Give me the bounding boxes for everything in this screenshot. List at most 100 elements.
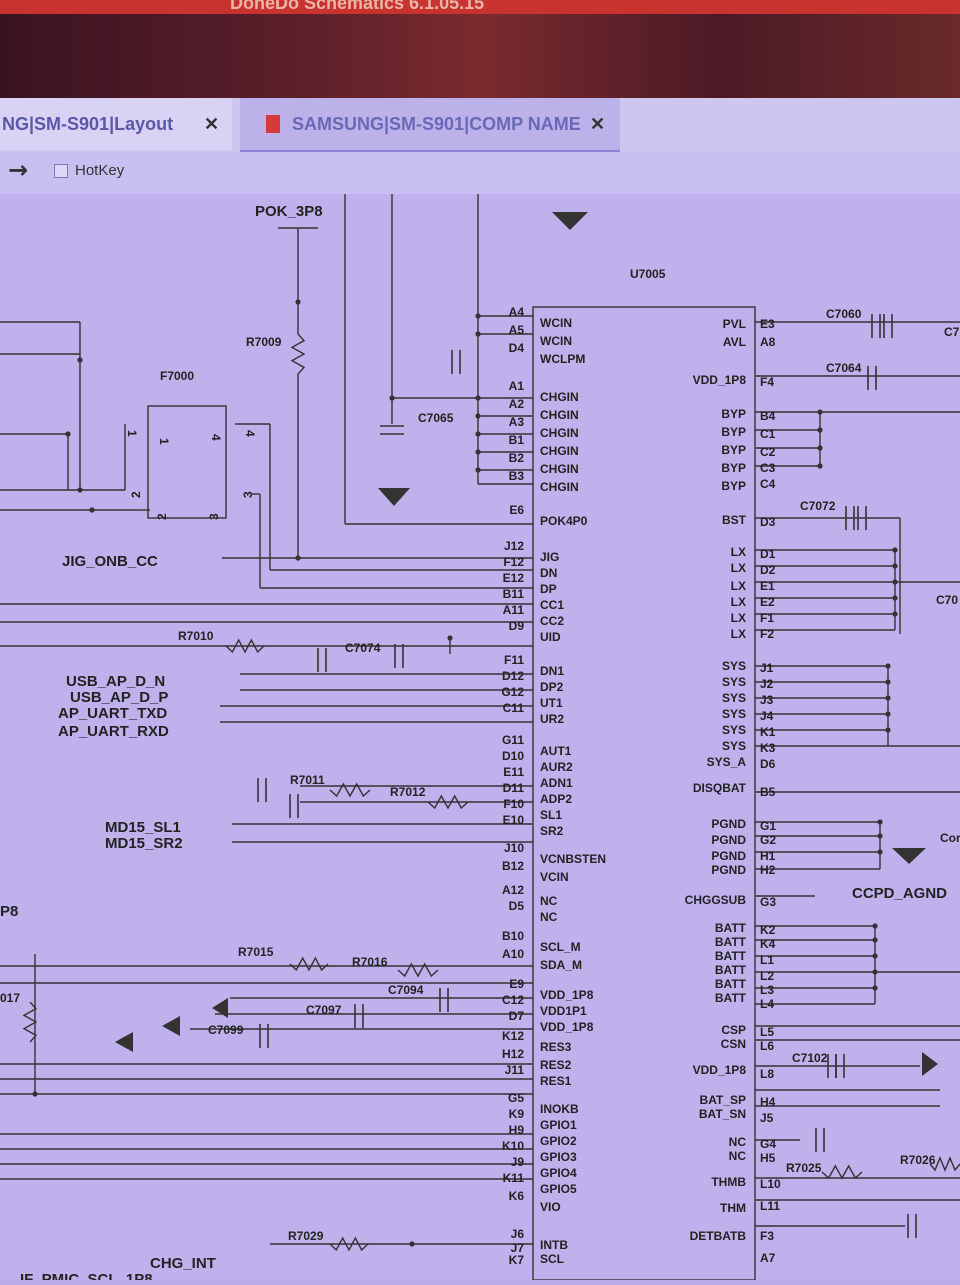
pin-name-label: BST [722, 513, 747, 527]
pin-name-label: PGND [711, 817, 746, 831]
capacitor-symbol [394, 644, 404, 668]
pin-name-label: WCLPM [540, 352, 585, 366]
junction-dot [475, 431, 481, 437]
pin-name-label: BATT [715, 935, 747, 949]
pin-ball-label: G4 [760, 1137, 776, 1151]
pin-ball-label: F11 [504, 653, 524, 667]
pin-name-label: CHGIN [540, 408, 579, 422]
pin-name-label: SYS [722, 659, 746, 673]
pin-name-label: CHGIN [540, 444, 579, 458]
capacitor-symbol [354, 1004, 364, 1028]
pin-name-label: DP [540, 582, 557, 596]
fuse-pin-label: 1 [125, 430, 139, 437]
resistor-symbol [821, 1164, 863, 1180]
pin-ball-label: H9 [509, 1123, 525, 1137]
net-label: USB_AP_D_P [70, 689, 168, 706]
arrow-left-icon [115, 1032, 133, 1052]
pin-ball-label: B1 [509, 433, 525, 447]
pin-ball-label: C4 [760, 477, 776, 491]
tab-layout[interactable]: NG|SM-S901|Layout ✕ [0, 98, 232, 150]
capacitor-symbol [317, 648, 327, 672]
pin-name-label: SCL [540, 1252, 564, 1266]
hotkey-checkbox[interactable] [54, 164, 68, 178]
component-ref-label: F7000 [160, 369, 194, 383]
pin-name-label: DN1 [540, 664, 564, 678]
component-ref-label: R7011 [290, 773, 325, 787]
pin-ball-label: L11 [760, 1199, 780, 1213]
component-ref-label: C7072 [800, 499, 836, 513]
junction-dot [817, 445, 823, 451]
capacitor-symbols [257, 314, 917, 1238]
tab-layout-close-icon[interactable]: ✕ [204, 113, 220, 134]
pin-name-label: VDD_1P8 [693, 1063, 747, 1077]
tab-comp-name[interactable]: SAMSUNG|SM-S901|COMP NAME ✕ [240, 98, 620, 153]
pin-name-label: LX [731, 627, 746, 641]
pin-ball-label: J3 [760, 693, 774, 707]
pin-name-label: PGND [711, 863, 746, 877]
pin-name-label: BYP [721, 443, 746, 457]
junction-dot [877, 819, 883, 825]
pin-ball-label: F2 [760, 627, 774, 641]
pin-ball-label: K12 [502, 1029, 524, 1043]
pin-ball-label: K11 [503, 1171, 525, 1185]
capacitor-symbol [845, 506, 855, 530]
pin-name-label: BATT [715, 921, 747, 935]
component-ref-label: R7016 [352, 955, 388, 969]
component-ref-label: C7074 [345, 641, 381, 655]
junction-dot [892, 611, 898, 617]
pin-ball-label: J7 [511, 1241, 525, 1255]
pin-name-label: PGND [711, 849, 746, 863]
pin-name-label: INOKB [540, 1102, 579, 1116]
pin-name-label: BYP [721, 479, 746, 493]
pin-ball-label: C12 [502, 993, 524, 1007]
component-ref-label: C7064 [826, 361, 862, 375]
pin-name-label: SYS [722, 723, 746, 737]
ground-icon [378, 488, 410, 506]
pin-name-label: RES1 [540, 1074, 572, 1088]
pin-name-label: INTB [540, 1238, 568, 1252]
schematic-labels: A4WCINA5WCIND4WCLPMA1CHGINA2CHGINA3CHGIN… [0, 203, 960, 1285]
capacitor-symbol [871, 314, 881, 338]
pin-ball-label: J1 [760, 661, 774, 675]
pin-ball-label: J9 [511, 1155, 525, 1169]
net-label: AP_UART_RXD [58, 723, 169, 740]
pin-name-label: AUT1 [540, 744, 572, 758]
resistor-symbol [225, 638, 265, 654]
junction-dot [65, 431, 71, 437]
pin-ball-label: A4 [509, 305, 525, 319]
pin-ball-label: E9 [509, 977, 524, 991]
fuse-pin-label: 3 [241, 491, 255, 498]
resistor-symbol [929, 1156, 960, 1172]
window-title: DoneDo Schematics 6.1.05.15 [230, 0, 485, 13]
net-label: AP_UART_TXD [58, 705, 167, 722]
pin-ball-label: A10 [502, 947, 524, 961]
component-ref-label: Cor [940, 831, 960, 845]
pin-ball-label: G1 [760, 819, 776, 833]
pin-ball-label: A12 [502, 883, 524, 897]
component-ref-label: R7012 [390, 785, 426, 799]
component-ref-label: C7060 [826, 307, 862, 321]
pin-name-label: DP2 [540, 680, 564, 694]
junction-dot [475, 331, 481, 337]
pin-name-label: LX [731, 595, 746, 609]
pin-ball-label: D10 [502, 749, 524, 763]
arrow-left-icon [212, 998, 228, 1018]
pin-name-label: UID [540, 630, 561, 644]
component-ref-label: C7099 [208, 1023, 244, 1037]
capacitor-symbol [867, 366, 877, 390]
capacitor-symbol [857, 506, 867, 530]
fuse-pin-label: 4 [209, 434, 223, 441]
pin-ball-label: F4 [760, 375, 774, 389]
toolbar: → HotKey [0, 152, 960, 195]
tab-comp-name-close-icon[interactable]: ✕ [590, 113, 606, 134]
pin-ball-label: G3 [760, 895, 776, 909]
pin-name-label: WCIN [540, 334, 572, 348]
component-ref-label: C7097 [306, 1003, 342, 1017]
pin-ball-label: F3 [760, 1229, 774, 1243]
pin-ball-label: H12 [502, 1047, 524, 1061]
pin-ball-label: J10 [504, 841, 524, 855]
arrow-right-icon[interactable]: → [8, 156, 29, 184]
junction-dot [475, 395, 481, 401]
pin-name-label: POK4P0 [540, 514, 588, 528]
